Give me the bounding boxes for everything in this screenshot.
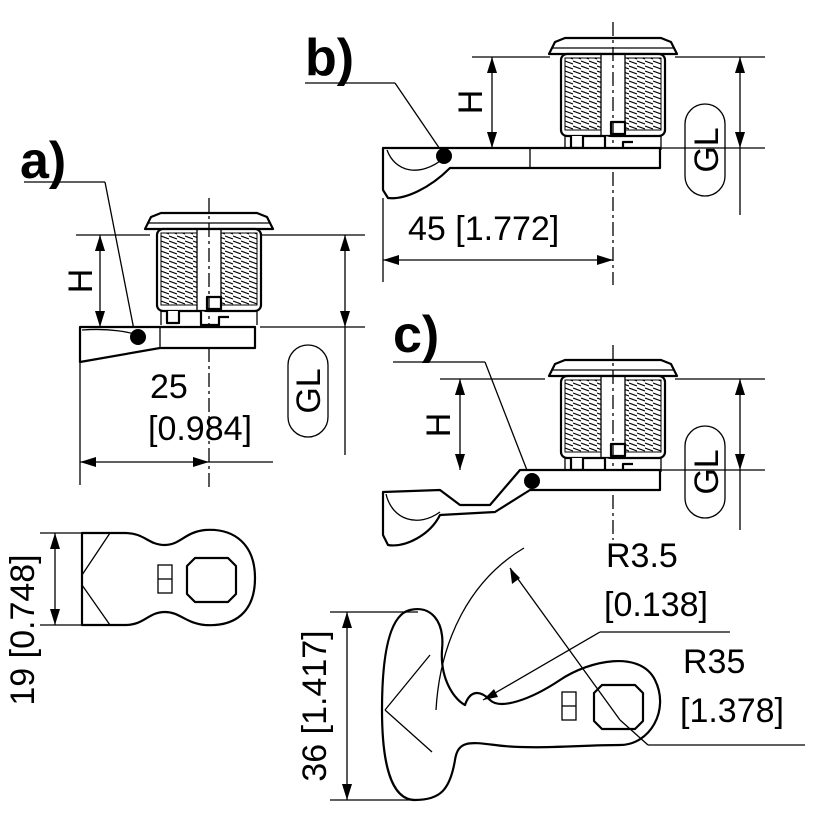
dim-45-b: 45 [1.772] bbox=[408, 210, 559, 248]
dim-1378: [1.378] bbox=[680, 692, 784, 730]
pivot-dot-b bbox=[436, 148, 452, 164]
label-a: a) bbox=[20, 132, 66, 190]
cam-arm-c bbox=[381, 468, 662, 547]
dim-0984-a: [0.984] bbox=[148, 410, 252, 448]
cam-plan-small: 19 [0.748] bbox=[4, 528, 257, 706]
view-c: c) H GL bbox=[381, 306, 765, 547]
view-b: b) H GL 45 [1.772] bbox=[305, 22, 765, 285]
gl-label-c: GL bbox=[688, 449, 726, 494]
pivot-dot-a bbox=[130, 329, 146, 345]
h-label-c: H bbox=[420, 413, 458, 438]
dim-0138: [0.138] bbox=[604, 586, 708, 624]
dim-36: 36 [1.417] bbox=[296, 630, 334, 781]
dim-19: 19 [0.748] bbox=[4, 554, 42, 705]
square-drive-icon bbox=[185, 556, 238, 604]
cam-arm-a bbox=[78, 325, 257, 364]
cam-arm-b bbox=[381, 146, 662, 200]
dim-r35-small: R3.5 bbox=[606, 537, 678, 575]
pivot-dot-c bbox=[524, 473, 540, 489]
view-a: a) H GL 25 [0.984] bbox=[20, 132, 365, 490]
dim-25-a: 25 bbox=[150, 368, 188, 406]
h-label-a: H bbox=[62, 269, 100, 294]
gl-label-a: GL bbox=[290, 368, 328, 413]
cam-plan-large: R35 [1.378] R3.5 [0.138] 36 [1.417] bbox=[296, 537, 805, 802]
gl-label-b: GL bbox=[688, 127, 726, 172]
dim-r35: R35 bbox=[683, 643, 745, 681]
label-b: b) bbox=[305, 29, 354, 87]
label-c: c) bbox=[393, 306, 439, 364]
h-label-b: H bbox=[452, 90, 490, 115]
